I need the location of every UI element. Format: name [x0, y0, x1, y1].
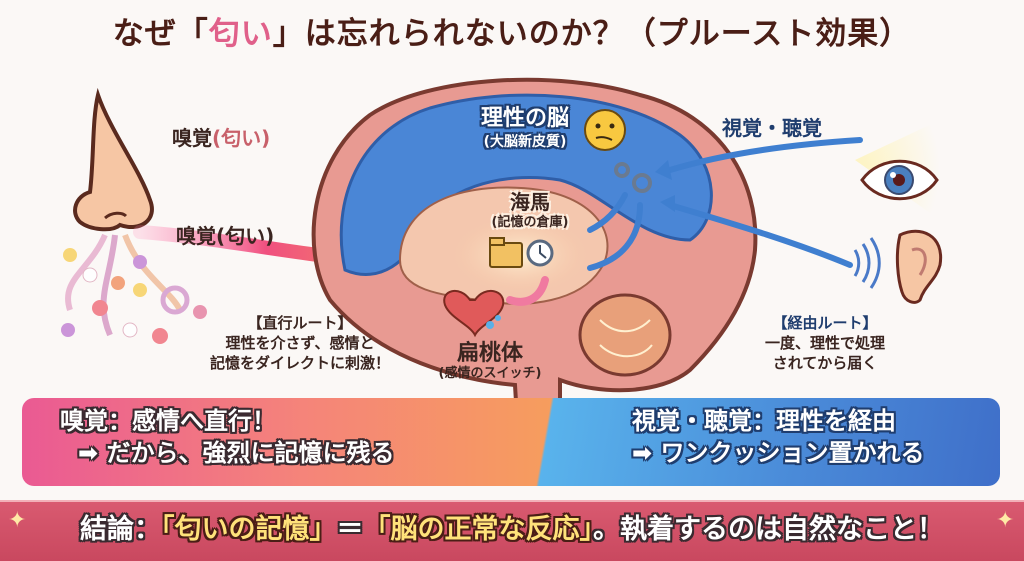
ear-icon — [895, 229, 943, 304]
direct-route-line1: 理性を介さず、感情と — [225, 334, 375, 352]
conclusion-quote2: 「脳の正常な反応」 — [363, 514, 594, 545]
conclusion-text: 結論：「匂いの記憶」＝「脳の正常な反応」。執着するのは自然なこと！ — [0, 500, 1024, 559]
sound-waves-icon — [853, 237, 881, 289]
senses-summary-text: 視覚・聴覚：理性を経由 ➡ ワンクッション置かれる — [632, 405, 924, 469]
smell-label-top: 嗅覚(匂い) — [172, 122, 270, 151]
smell-summary-text: 嗅覚：感情へ直行！ ➡ だから、強烈に記憶に残る — [60, 405, 394, 469]
senses-summary-line1: 視覚・聴覚：理性を経由 — [632, 407, 896, 435]
amygdala-title: 扁桃体 — [456, 341, 523, 366]
conclusion-quote1: 「匂いの記憶」 — [161, 514, 337, 545]
folder-icon — [489, 237, 523, 268]
title-accent: 匂い — [208, 16, 273, 52]
senses-summary-line2: ➡ ワンクッション置かれる — [632, 439, 925, 467]
title-suffix: 」は忘れられないのか？（プルースト効果） — [272, 16, 912, 52]
via-route-arrows — [587, 137, 863, 271]
direct-route-line2: 記憶をダイレクトに刺激！ — [209, 354, 390, 372]
smell-summary-line2: ➡ だから、強烈に記憶に残る — [78, 439, 395, 467]
hippocampus-subtitle: (記憶の倉庫) — [491, 215, 569, 230]
smell-summary-box — [22, 398, 582, 486]
conclusion-suffix: 。執着するのは自然なこと！ — [593, 514, 944, 545]
nose-icon — [73, 87, 154, 232]
cortex-subtitle: (大脳新皮質) — [483, 134, 567, 150]
smell-label-main: 嗅覚 — [172, 126, 212, 150]
via-route-line2: されてから届く — [772, 354, 878, 372]
cortex-title: 理性の脳 — [480, 106, 569, 131]
senses-label: 視覚・聴覚 — [722, 116, 822, 140]
smell-label-sub: (匂い) — [212, 126, 271, 150]
via-route-heading: 【経由ルート】 — [772, 314, 878, 332]
cerebellum — [578, 293, 672, 377]
smell-arrow-label: 嗅覚(匂い) — [176, 224, 275, 248]
sparkle-icon-right: ✦ — [996, 508, 1015, 533]
gears-icon — [614, 162, 652, 193]
senses-summary-box — [500, 398, 1000, 486]
title-prefix: なぜ「 — [112, 16, 209, 52]
conclusion-prefix: 結論： — [80, 514, 161, 545]
heart-icon — [443, 290, 505, 338]
via-route-line1: 一度、理性で処理 — [764, 334, 885, 352]
sparkle-icon-left: ✦ — [8, 508, 27, 533]
conclusion-equals: ＝ — [336, 514, 364, 545]
via-route-note: 【経由ルート】 一度、理性で処理 されてから届く — [745, 313, 905, 373]
direct-route-note: 【直行ルート】 理性を介さず、感情と 記憶をダイレクトに刺激！ — [185, 313, 415, 373]
conclusion-banner — [0, 500, 1024, 561]
thinking-face-icon — [584, 109, 626, 151]
illustration — [61, 77, 943, 472]
amygdala-subtitle: (感情のスイッチ) — [438, 366, 542, 381]
scent-flowers-icon — [61, 233, 207, 344]
hippocampus-title: 海馬 — [510, 190, 550, 214]
eye-icon — [860, 159, 939, 201]
direct-route-heading: 【直行ルート】 — [247, 314, 353, 332]
page-title: なぜ「匂い」は忘れられないのか？（プルースト効果） — [0, 8, 1024, 53]
smell-summary-line1: 嗅覚：感情へ直行！ — [60, 407, 276, 435]
clock-icon — [526, 239, 554, 267]
